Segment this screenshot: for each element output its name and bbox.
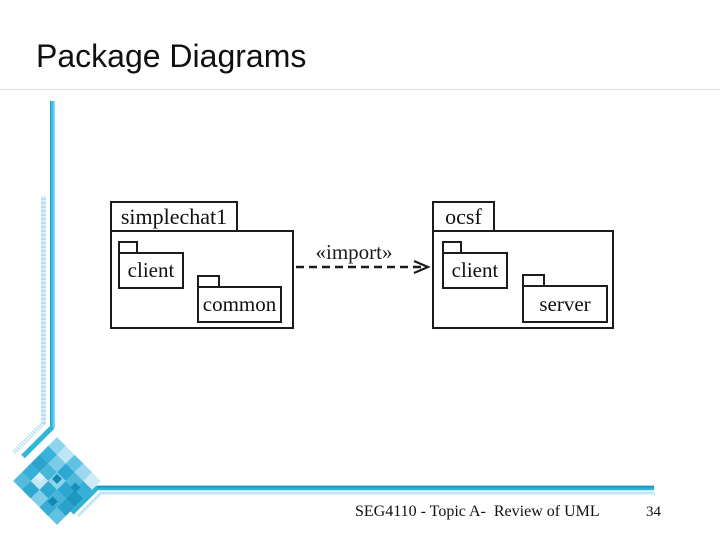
page-number: 34 [646,504,661,520]
subpackage-ocsf-client: client [442,252,508,289]
vertical-accent-line [50,101,55,428]
subpackage-simplechat1-common: common [197,286,282,323]
subpackage-tab-simplechat1-common [197,275,220,286]
accent-bend-light [12,421,46,455]
page-title: Package Diagrams [36,38,307,74]
import-stereotype-label: «import» [315,240,393,264]
package-tab-simplechat1: simplechat1 [110,201,238,230]
subpackage-simplechat1-client: client [118,252,184,289]
subpackage-name: client [451,258,499,282]
subpackage-tab-simplechat1-client [118,241,138,252]
subpackage-name: common [202,292,277,316]
package-tab-ocsf: ocsf [432,201,495,230]
accent-bend-main [21,425,55,459]
mosaic-diamond [13,437,101,525]
subpackage-ocsf-server: server [522,285,608,323]
subpackage-tab-ocsf-server [522,274,545,285]
subpackage-tab-ocsf-client [442,241,462,252]
package-name: simplechat1 [120,203,228,229]
subpackage-name: client [127,258,175,282]
vertical-accent-line-light [41,196,46,424]
title-divider [0,89,720,90]
footer-text: SEG4110 - Topic A- Review of UML [355,503,600,520]
subpackage-name: server [539,291,591,316]
package-name: ocsf [445,203,482,229]
